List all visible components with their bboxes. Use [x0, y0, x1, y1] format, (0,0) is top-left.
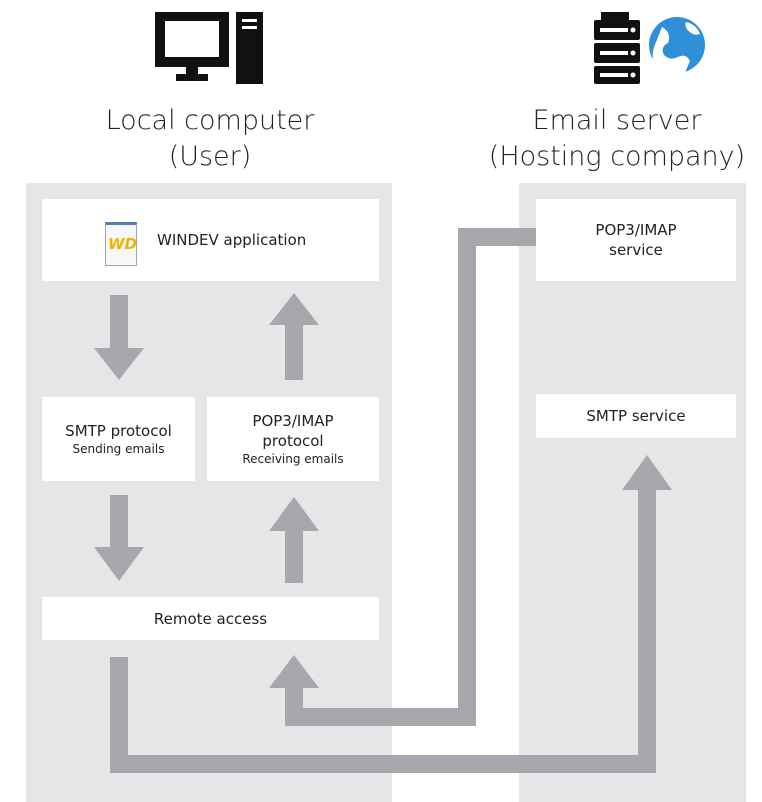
pop3-service-label-1: POP3/IMAP: [595, 221, 677, 239]
local-computer-title: Local computer: [105, 105, 315, 136]
email-server-subtitle: (Hosting company): [488, 141, 746, 172]
email-server-title: Email server: [532, 105, 702, 136]
smtp-protocol-sublabel: Sending emails: [72, 442, 165, 456]
pop3-service-label-2: service: [609, 241, 663, 259]
windev-application-box: WD WINDEV application: [42, 199, 379, 281]
pop3-protocol-box: POP3/IMAP protocol Receiving emails: [207, 397, 379, 481]
pop3-protocol-label-2: protocol: [262, 432, 324, 450]
windev-application-label: WINDEV application: [157, 231, 307, 249]
pop3-service-box: POP3/IMAP service: [536, 199, 736, 281]
pop3-protocol-sublabel: Receiving emails: [242, 452, 344, 466]
smtp-service-box: SMTP service: [536, 394, 736, 438]
windev-logo-text: WD: [108, 235, 137, 253]
email-server-panel: [519, 183, 746, 802]
email-server-heading: Email server (Hosting company): [472, 103, 762, 175]
remote-access-box: Remote access: [42, 597, 379, 640]
remote-access-label: Remote access: [153, 609, 268, 628]
local-computer-panel: [26, 183, 392, 802]
pop3-protocol-label-1: POP3/IMAP: [252, 412, 334, 430]
local-computer-subtitle: (User): [168, 141, 252, 172]
smtp-service-label: SMTP service: [586, 407, 686, 425]
windev-logo-icon: WD: [105, 222, 137, 266]
smtp-protocol-label: SMTP protocol: [65, 422, 172, 440]
smtp-protocol-box: SMTP protocol Sending emails: [42, 397, 195, 481]
local-computer-heading: Local computer (User): [60, 103, 360, 175]
